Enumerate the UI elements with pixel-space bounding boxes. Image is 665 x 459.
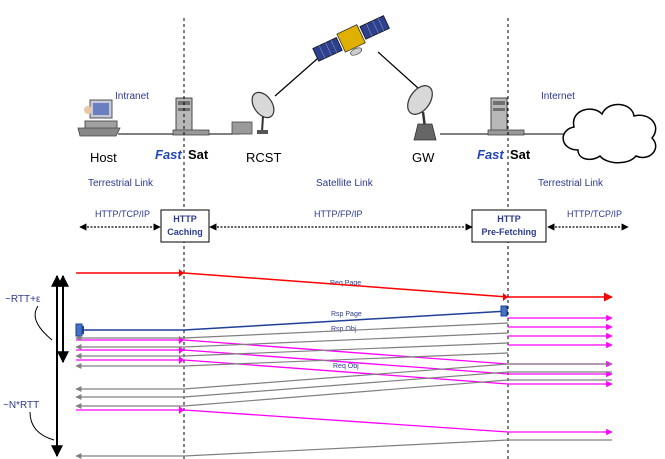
protocol-right-label: HTTP/TCP/IP bbox=[567, 209, 622, 219]
object-response-arrow bbox=[75, 379, 612, 409]
terrestrial-link-right: Terrestrial Link bbox=[538, 178, 604, 189]
req-page-arrowhead bbox=[503, 293, 508, 301]
downlink-line bbox=[377, 51, 419, 89]
server-icon bbox=[172, 97, 210, 136]
object-response-arrow bbox=[75, 322, 509, 341]
object-request-arrowhead bbox=[179, 406, 184, 414]
satellite-icon bbox=[312, 15, 390, 62]
dish-antenna-icon bbox=[231, 91, 275, 135]
prefetch-line2: Pre-Fetching bbox=[481, 227, 536, 237]
rcst-label: RCST bbox=[246, 150, 281, 165]
object-request-arrow bbox=[76, 359, 613, 388]
req-page-arrow bbox=[76, 272, 613, 302]
rtt-eps-curve bbox=[34, 305, 53, 341]
fastsat-right-suffix: Sat bbox=[510, 147, 531, 162]
rsp-obj-label: Rsp Obj bbox=[331, 326, 357, 333]
intranet-label: Intranet bbox=[115, 91, 149, 102]
object-request-arrowhead bbox=[179, 356, 184, 364]
object-response-arrow bbox=[75, 332, 509, 350]
gw-label: GW bbox=[412, 150, 435, 165]
computer-icon bbox=[77, 99, 121, 137]
object-response-arrow bbox=[75, 371, 612, 400]
rsp-page-label: Rsp Page bbox=[331, 311, 362, 318]
rsp-page-arrow bbox=[75, 310, 509, 335]
req-obj-label: Req Obj bbox=[333, 363, 359, 370]
protocol-left-label: HTTP/TCP/IP bbox=[95, 209, 150, 219]
object-request-arrowhead bbox=[179, 346, 184, 354]
n-rtt-label: ~N*RTT bbox=[3, 400, 39, 411]
object-response-arrow bbox=[75, 342, 509, 359]
fastsat-left-prefix: Fast bbox=[155, 147, 182, 162]
cloud-icon bbox=[562, 103, 657, 164]
fastsat-right-prefix: Fast bbox=[477, 147, 504, 162]
caching-line1: HTTP bbox=[173, 214, 197, 224]
protocol-middle-label: HTTP/FP/IP bbox=[314, 209, 363, 219]
object-request-arrow bbox=[76, 409, 613, 436]
dish-antenna-icon bbox=[407, 85, 437, 141]
http-caching-box: HTTP Caching bbox=[160, 209, 210, 243]
object-response-arrow bbox=[75, 363, 612, 392]
terrestrial-link-left: Terrestrial Link bbox=[88, 178, 154, 189]
internet-label: Internet bbox=[541, 91, 575, 102]
host-label: Host bbox=[90, 150, 117, 165]
rtt-eps-label: ~RTT+ε bbox=[5, 294, 41, 305]
server-icon bbox=[487, 97, 525, 136]
uplink-line bbox=[274, 51, 326, 97]
n-rtt-curve bbox=[29, 411, 55, 441]
prefetch-line1: HTTP bbox=[497, 214, 521, 224]
prefetch-marker bbox=[500, 305, 508, 317]
message-arrows bbox=[75, 269, 613, 459]
object-response-arrow bbox=[75, 352, 509, 369]
fastsat-left-suffix: Sat bbox=[188, 147, 209, 162]
caching-line2: Caching bbox=[167, 227, 203, 237]
object-request-arrowhead bbox=[179, 336, 184, 344]
satellite-link-label: Satellite Link bbox=[316, 178, 374, 189]
req-page-label: Req Page bbox=[330, 280, 361, 287]
object-response-arrow bbox=[75, 439, 612, 459]
http-prefetching-box: HTTP Pre-Fetching bbox=[471, 209, 547, 243]
req-page-arrowhead bbox=[179, 269, 184, 277]
cache-marker bbox=[75, 323, 83, 337]
object-request-arrow bbox=[76, 349, 613, 378]
